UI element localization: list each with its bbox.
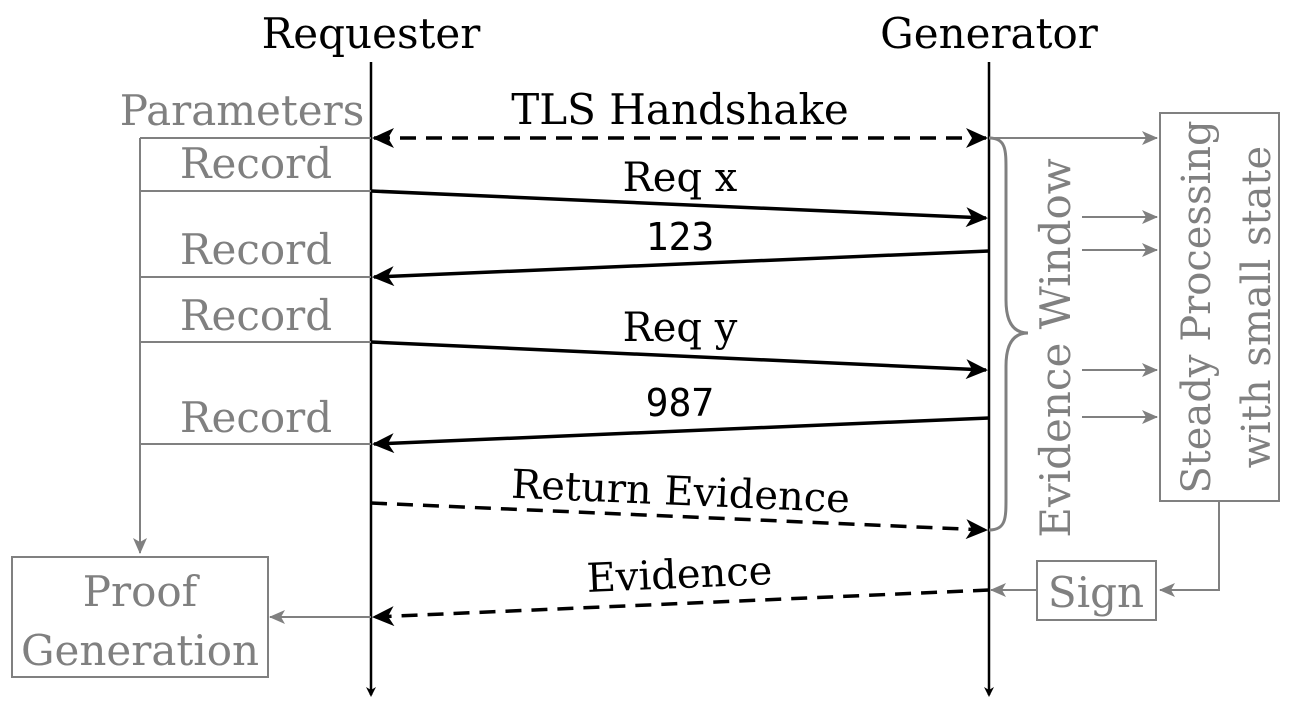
steady-to-sign-connector [1159,502,1220,597]
record-label-4: Record [180,393,332,442]
steady-processing-box [1159,112,1280,502]
resp-123-label: 123 [646,215,715,259]
resp-987-arrow [372,416,990,454]
record-tree [133,137,371,554]
req-x-label: Req x [623,155,738,201]
requester-label: Requester [262,9,482,58]
generator-label: Generator [880,9,1099,58]
req-x-arrow [370,189,988,228]
proof-generation-box [11,556,269,678]
evidence-window-label: Evidence Window [1031,158,1080,537]
req-y-arrow [370,340,988,380]
steady-processing-line2: with small state [1234,146,1280,468]
record-label-3: Record [180,291,332,340]
evidence-label: Evidence [586,548,774,602]
proof-generation-line2: Generation [21,626,259,675]
evidence-window-brace [988,136,1029,532]
req-y-label: Req y [623,305,738,351]
resp-987-label: 987 [646,381,715,425]
record-label-2: Record [180,225,332,274]
return-evidence-label: Return Evidence [510,462,851,523]
proof-generation-line1: Proof [83,567,201,616]
steady-processing-line1: Steady Processing [1174,120,1220,493]
resp-123-arrow [372,249,990,287]
record-label-1: Record [180,139,332,188]
parameters-label: Parameters [120,86,365,135]
tls-handshake-label: TLS Handshake [511,85,849,134]
sign-label: Sign [1048,568,1144,617]
processing-feed-arrows [989,131,1158,424]
